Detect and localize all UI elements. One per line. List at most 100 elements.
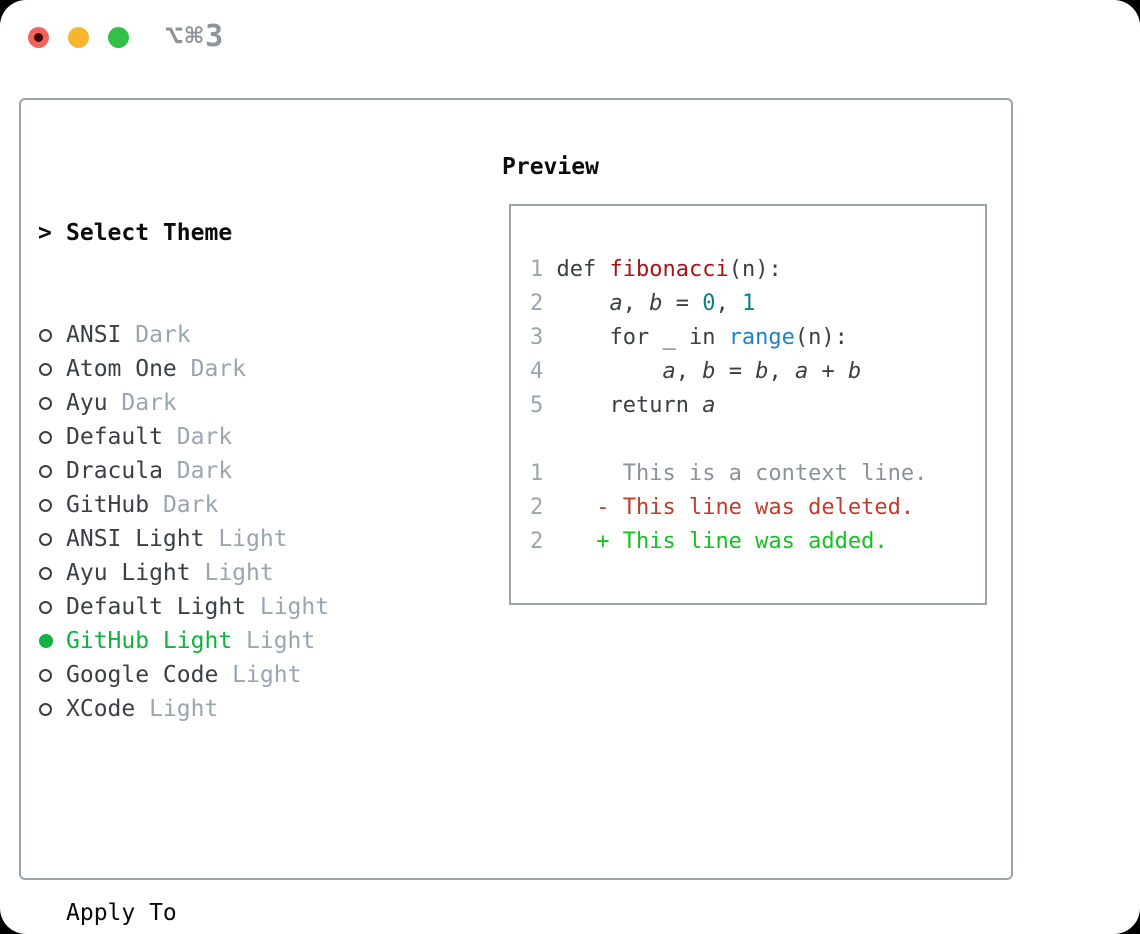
theme-option-label: Dracula	[66, 458, 163, 484]
code-line: 2 a, b = 0, 1	[530, 287, 927, 321]
radio-unselected-icon	[39, 328, 52, 342]
theme-variant-label: Light	[218, 662, 302, 688]
radio-unselected-icon	[39, 396, 52, 410]
code-token-var: a	[662, 359, 676, 384]
line-number: 2	[530, 529, 597, 554]
theme-option-label: ANSI Light	[66, 526, 205, 552]
theme-variant-label: Light	[204, 526, 288, 552]
code-token-var: a	[702, 393, 716, 418]
radio-unselected-icon	[39, 702, 52, 716]
code-token-var: a	[794, 359, 809, 384]
theme-variant-label: Dark	[176, 356, 247, 382]
code-token-num: 1	[741, 291, 756, 316]
line-number: 2	[530, 291, 557, 316]
code-token-code: ,	[715, 291, 742, 316]
code-token-code: ,	[675, 359, 703, 384]
theme-variant-label: Light	[135, 696, 219, 722]
code-token-builtin: range	[728, 325, 795, 350]
code-line: 4 a, b = b, a + b	[530, 355, 927, 389]
zoom-button[interactable]	[107, 26, 129, 48]
theme-option-label: Atom One	[66, 356, 177, 382]
theme-option-label: XCode	[66, 696, 136, 722]
theme-option-atom-one[interactable]: Atom One Dark	[38, 352, 426, 386]
close-dot-icon	[33, 32, 43, 42]
line-number: 1	[530, 257, 557, 282]
code-token-code: +	[808, 359, 848, 384]
code-token-code: def	[556, 257, 610, 282]
theme-variant-label: Dark	[149, 492, 219, 518]
code-token-var: a	[609, 291, 623, 316]
code-token-code	[557, 359, 663, 384]
theme-option-ayu-light[interactable]: Ayu Light Light	[38, 556, 426, 590]
prompt-icon: >	[38, 220, 52, 246]
theme-option-label: GitHub Light	[66, 628, 233, 654]
theme-option-ansi[interactable]: ANSI Dark	[38, 318, 426, 352]
apply-to-header: Apply To	[38, 896, 426, 930]
code-token-code: (n):	[728, 257, 782, 282]
radio-unselected-icon	[39, 430, 52, 444]
code-token-code	[557, 291, 610, 316]
code-token-code: ,	[768, 359, 795, 384]
minimize-button[interactable]	[67, 26, 89, 48]
radio-unselected-icon	[39, 566, 52, 580]
apply-to-title: Apply To	[66, 900, 177, 926]
theme-variant-label: Dark	[107, 390, 177, 416]
diff-line-deleted: 2 - This line was deleted.	[530, 491, 927, 525]
theme-option-label: ANSI	[66, 322, 122, 348]
close-button[interactable]	[27, 26, 49, 48]
theme-option-label: Ayu	[66, 390, 108, 416]
diff-line-added: 2 + This line was added.	[530, 525, 927, 559]
line-number: 5	[530, 393, 557, 418]
theme-variant-label: Dark	[121, 322, 191, 348]
code-token-code: =	[662, 291, 703, 316]
line-number: 4	[530, 359, 557, 384]
diff-line-context: 1 This is a context line.	[530, 457, 927, 491]
code-line: 1 def fibonacci(n):	[530, 253, 927, 287]
code-token-code: ,	[622, 291, 650, 316]
code-line	[530, 423, 927, 457]
code-token-code: =	[715, 359, 756, 384]
radio-unselected-icon	[39, 498, 52, 512]
theme-option-github[interactable]: GitHub Dark	[38, 488, 426, 522]
code-token-var: b	[649, 291, 663, 316]
line-number: 2	[530, 495, 597, 520]
code-token-var: b	[847, 359, 862, 384]
diff-text: - This line was deleted.	[596, 495, 915, 520]
theme-option-label: Ayu Light	[66, 560, 191, 586]
radio-unselected-icon	[39, 532, 52, 546]
theme-variant-label: Light	[190, 560, 274, 586]
window-title: ⌥⌘3	[165, 19, 226, 54]
theme-option-default-light[interactable]: Default Light Light	[38, 590, 426, 624]
code-token-code: return	[556, 393, 703, 418]
theme-option-label: Default	[66, 424, 163, 450]
theme-variant-label: Dark	[162, 458, 233, 484]
theme-option-dracula[interactable]: Dracula Dark	[38, 454, 426, 488]
code-token-func: fibonacci	[609, 257, 729, 282]
theme-option-ansi-light[interactable]: ANSI Light Light	[38, 522, 426, 556]
code-token-code: for _ in	[556, 325, 729, 350]
theme-variant-label: Light	[232, 628, 316, 654]
line-number: 3	[530, 325, 557, 350]
preview-title: Preview	[502, 154, 599, 180]
diff-text: This is a context line.	[596, 461, 928, 486]
theme-option-default[interactable]: Default Dark	[38, 420, 426, 454]
spacer-row	[38, 794, 426, 828]
theme-option-xcode[interactable]: XCode Light	[38, 692, 426, 726]
select-theme-header: > Select Theme	[38, 216, 426, 250]
radio-unselected-icon	[39, 464, 52, 478]
theme-option-ayu[interactable]: Ayu Dark	[38, 386, 426, 420]
radio-unselected-icon	[39, 600, 52, 614]
radio-selected-icon	[38, 634, 53, 648]
code-token-var: b	[755, 359, 769, 384]
theme-option-github-light[interactable]: GitHub Light Light	[38, 624, 426, 658]
theme-option-label: Default Light	[66, 594, 247, 620]
code-token-code: (n):	[794, 325, 848, 350]
theme-option-google-code[interactable]: Google Code Light	[38, 658, 426, 692]
diff-text: + This line was added.	[596, 529, 888, 554]
